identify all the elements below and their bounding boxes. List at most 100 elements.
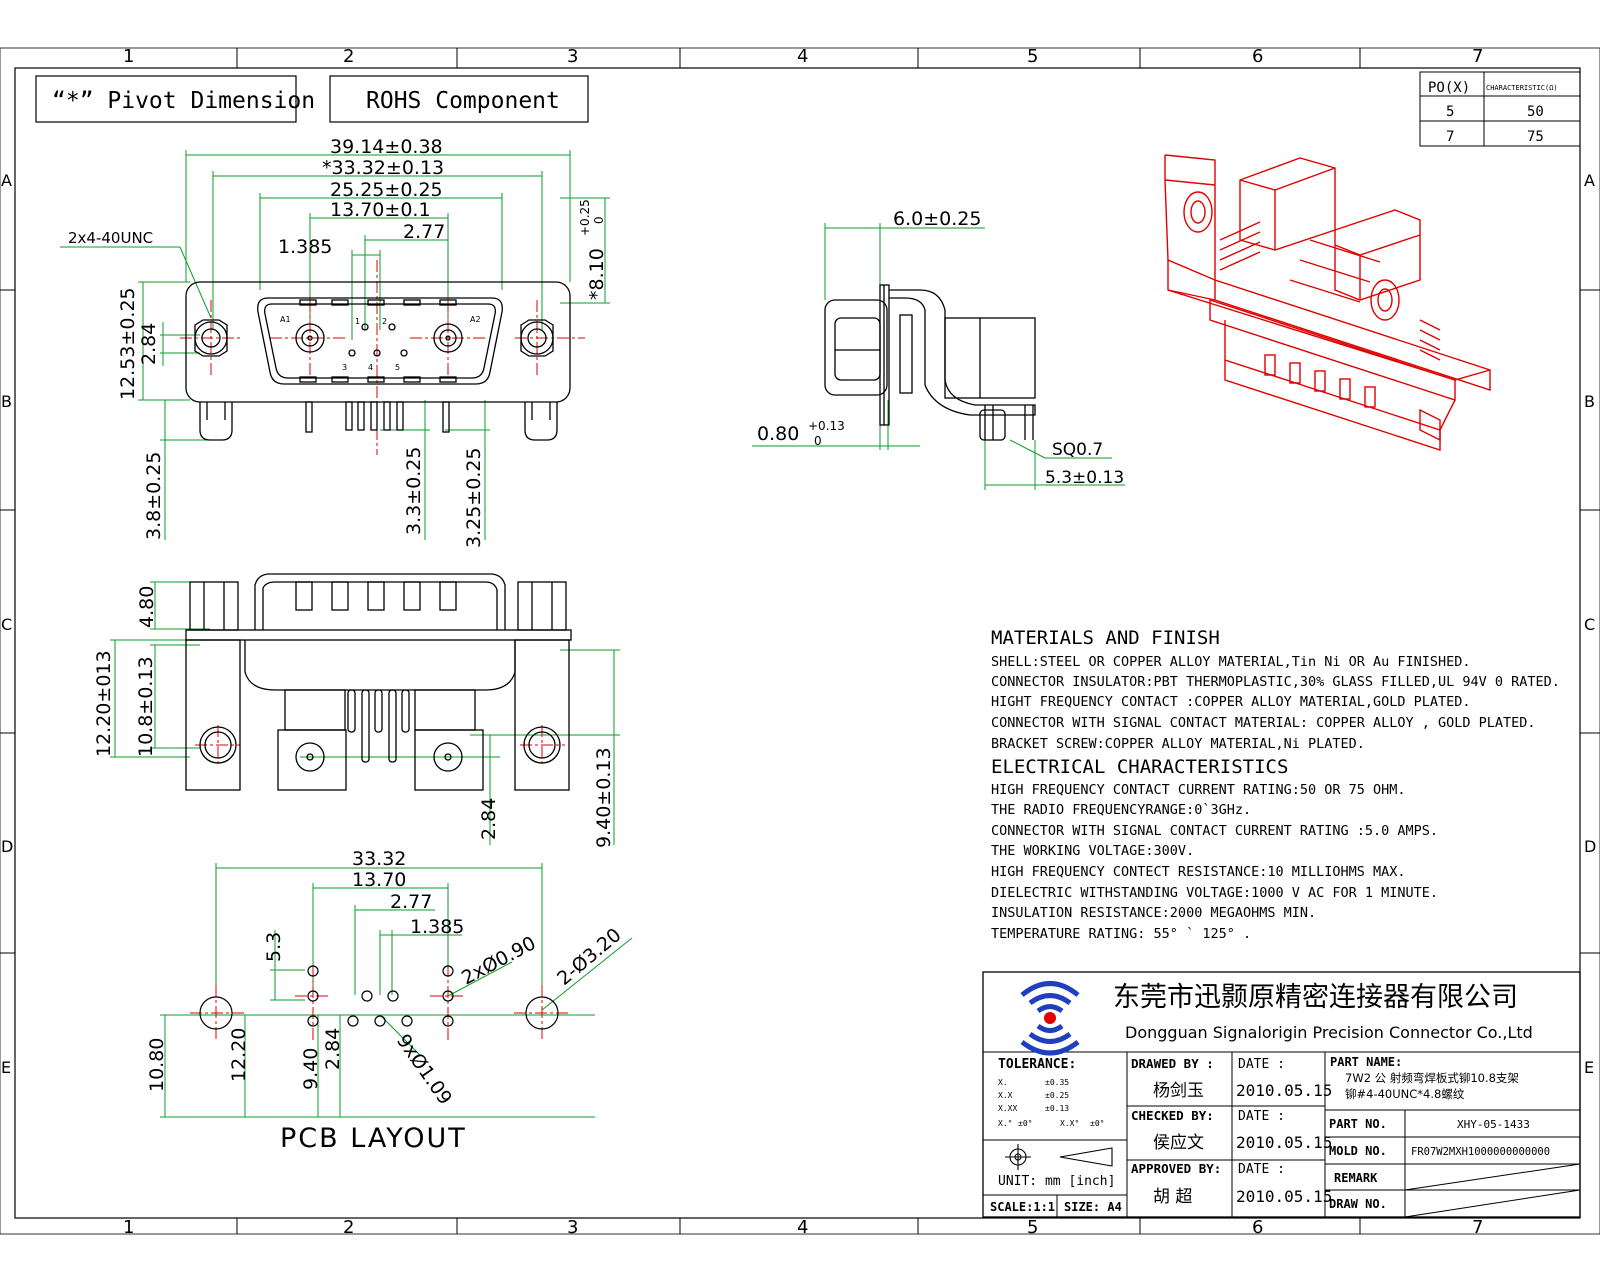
row-label-left: D — [1, 837, 13, 856]
rohs-box: ROHS Component — [329, 75, 589, 123]
row-label-right: D — [1584, 837, 1596, 856]
col-label-bottom: 3 — [567, 1217, 578, 1238]
pcb-dim-10-80: 10.80 — [146, 1038, 168, 1092]
dim-tail-length: 5.3±0.13 — [1045, 468, 1124, 488]
col-label-bottom: 5 — [1027, 1217, 1038, 1238]
drawn-by-name: 杨剑玉 — [1153, 1081, 1204, 1101]
part-no-value: XHY-05-1433 — [1457, 1118, 1530, 1131]
isometric-view — [1164, 154, 1491, 451]
bottom-view: 4.80 12.20±013 10.8±0.13 9.40±0.13 2.84 — [93, 573, 620, 848]
dim-pin-square: SQ0.7 — [1052, 440, 1103, 460]
size-label: SIZE: A4 — [1064, 1200, 1122, 1214]
electrical-line: THE RADIO FREQUENCYRANGE:0`3GHz. — [991, 802, 1251, 818]
grid-labels: 1 2 3 4 5 6 7 1 2 3 4 5 6 7 A B C D E A … — [1, 46, 1596, 1238]
electrical-line: HIGH FREQUENCY CONTECT RESISTANCE:10 MIL… — [991, 864, 1406, 880]
sheet-frame — [0, 47, 1600, 1235]
impedance-row1-ohm: 50 — [1527, 104, 1544, 120]
tolerance-angle: ±0° — [1018, 1119, 1032, 1128]
front-view: 39.14±0.38 *33.32±0.13 25.25±0.25 13.70±… — [60, 136, 610, 548]
date-label: DATE : — [1238, 1162, 1285, 1177]
electrical-line: THE WORKING VOLTAGE:300V. — [991, 843, 1194, 859]
dim-height-10-8: 10.8±0.13 — [135, 656, 157, 757]
row-label-right: C — [1584, 615, 1595, 634]
dim-flange-tol-hi: +0.13 — [808, 419, 845, 433]
pcb-layout: 33.32 13.70 2.77 1.385 2xØ0.90 2-Ø3.20 9… — [146, 848, 633, 1154]
pcb-hole-hf: 2xØ0.90 — [458, 932, 539, 989]
pin-label: 1 — [355, 317, 360, 326]
company-logo-icon — [1020, 981, 1080, 1056]
pcb-dim-2-84: 2.84 — [322, 1028, 344, 1070]
checked-date: 2010.05.15 — [1236, 1133, 1332, 1152]
pin-label: 5 — [395, 363, 400, 372]
dim-depth-tol-lo: 0 — [592, 216, 606, 224]
col-label-top: 7 — [1472, 46, 1483, 67]
company-name-cn: 东莞市迅颢原精密连接器有限公司 — [1113, 982, 1518, 1013]
row-label-left: C — [1, 615, 12, 634]
pin-label: 4 — [368, 363, 373, 372]
materials-title: MATERIALS AND FINISH — [991, 627, 1220, 649]
dim-pin-length-2: 3.25±0.25 — [463, 447, 485, 548]
mold-no-label: MOLD NO. — [1329, 1144, 1387, 1158]
tolerance-key: X.XX — [998, 1104, 1017, 1113]
col-label-bottom: 7 — [1472, 1217, 1483, 1238]
row-label-right: A — [1584, 171, 1595, 190]
dim-height: 12.53±0.25 — [117, 287, 139, 400]
tolerance-angle: X.X° — [1060, 1119, 1079, 1128]
dim-leg-length: 3.8±0.25 — [143, 452, 165, 540]
tolerance-label: TOLERANCE: — [998, 1057, 1076, 1072]
materials-line: CONNECTOR WITH SIGNAL CONTACT MATERIAL: … — [991, 715, 1536, 731]
electrical-line: INSULATION RESISTANCE:2000 MEGAOHMS MIN. — [991, 905, 1316, 921]
approved-by-label: APPROVED BY: — [1131, 1161, 1221, 1176]
company-name-en: Dongguan Signalorigin Precision Connecto… — [1125, 1023, 1533, 1042]
tolerance-value: ±0.25 — [1045, 1091, 1069, 1100]
impedance-row1-po: 5 — [1446, 104, 1454, 120]
col-label-top: 1 — [123, 46, 134, 67]
col-label-top: 6 — [1252, 46, 1263, 67]
pin-label: 2 — [382, 317, 387, 326]
dim-pivot-width: *33.32±0.13 — [322, 157, 444, 179]
pcb-dim-5-3: 5.3 — [263, 932, 285, 962]
impedance-col1: PO(X) — [1428, 80, 1470, 96]
dim-bracket-top: 4.80 — [136, 586, 158, 628]
col-label-top: 3 — [567, 46, 578, 67]
checked-by-name: 侯应文 — [1153, 1133, 1204, 1153]
drawn-by-label: DRAWED BY : — [1131, 1056, 1214, 1071]
mold-no-value: FR07W2MXH1000000000000 — [1411, 1146, 1550, 1158]
dim-pitch-1-385: 1.385 — [278, 236, 332, 258]
dim-depth: *8.10 — [586, 248, 608, 300]
rohs-text: ROHS Component — [366, 88, 560, 114]
part-no-label: PART NO. — [1329, 1117, 1387, 1131]
dim-height-9-40: 9.40±0.13 — [593, 747, 615, 848]
impedance-row2-po: 7 — [1446, 129, 1454, 145]
drawn-date: 2010.05.15 — [1236, 1081, 1332, 1100]
scale-label: SCALE:1:1 — [990, 1200, 1055, 1214]
pcb-layout-title: PCB LAYOUT — [280, 1123, 467, 1154]
title-block: 东莞市迅颢原精密连接器有限公司 Dongguan Signalorigin Pr… — [982, 971, 1581, 1218]
approved-by-name: 胡 超 — [1153, 1187, 1192, 1207]
side-view: 6.0±0.25 0.80 +0.13 0 SQ0.7 5.3±0.13 — [752, 208, 1125, 490]
tolerance-value: ±0.35 — [1045, 1078, 1069, 1087]
unit-label: UNIT: mm [inch] — [998, 1174, 1115, 1189]
col-label-bottom: 6 — [1252, 1217, 1263, 1238]
electrical-title: ELECTRICAL CHARACTERISTICS — [991, 756, 1288, 778]
dim-shell-width: 25.25±0.25 — [330, 179, 443, 201]
pcb-dim-2-77: 2.77 — [390, 891, 432, 913]
tolerance-angle: X.° — [998, 1119, 1012, 1128]
col-label-bottom: 4 — [797, 1217, 808, 1238]
part-name-label: PART NAME: — [1330, 1055, 1402, 1069]
electrical-line: DIELECTRIC WITHSTANDING VOLTAGE:1000 V A… — [991, 885, 1438, 901]
row-label-left: A — [1, 171, 12, 190]
pcb-hole-mount: 2-Ø3.20 — [553, 924, 626, 990]
col-label-top: 2 — [343, 46, 354, 67]
col-label-top: 5 — [1027, 46, 1038, 67]
contact-label-a1: A1 — [280, 315, 291, 324]
dim-flange-tol-lo: 0 — [814, 434, 822, 448]
materials-line: HIGHT FREQUENCY CONTACT :COPPER ALLOY MA… — [991, 694, 1471, 710]
pin-label: 3 — [342, 363, 347, 372]
dim-center-offset: 2.84 — [138, 323, 160, 365]
remark-label: REMARK — [1334, 1171, 1378, 1185]
materials-line: CONNECTOR INSULATOR:PBT THERMOPLASTIC,30… — [991, 674, 1560, 690]
materials-section: MATERIALS AND FINISH SHELL:STEEL OR COPP… — [991, 627, 1560, 752]
impedance-table: PO(X) CHARACTERISTIC(Ω) 5 50 7 75 — [1419, 71, 1581, 147]
